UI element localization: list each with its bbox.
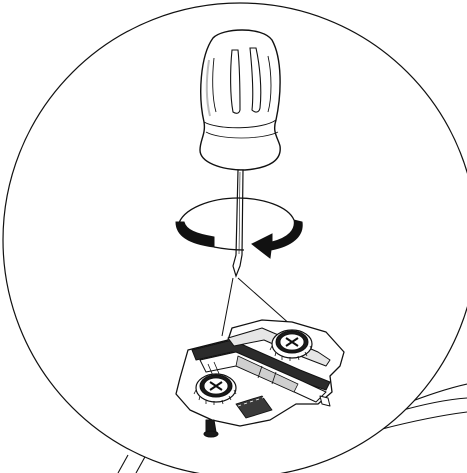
assembly-instruction-illustration <box>0 0 467 473</box>
